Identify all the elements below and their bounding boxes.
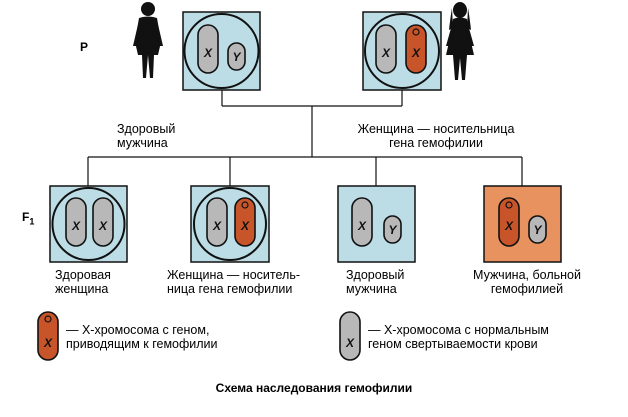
- offspring-cell-healthy-male: [337, 185, 416, 263]
- offspring-label-healthy-female: Здоровая женщина: [55, 268, 111, 296]
- label-line: Здоровая: [55, 268, 111, 282]
- chromosome-letter: X: [71, 219, 81, 233]
- label-line: мужчина: [346, 282, 397, 296]
- label-line: Мужчина, больной: [473, 268, 581, 282]
- chromosome-y: [227, 42, 246, 71]
- generation-index: 1: [29, 216, 35, 227]
- chromosome-letter: X: [345, 336, 355, 350]
- chromosome-letter: X: [203, 46, 213, 60]
- label-line: гемофилией: [490, 282, 564, 296]
- label-line: приводящим к гемофилии: [66, 337, 218, 351]
- pedigree-lines: [87, 90, 523, 186]
- parent-cell-male: [182, 11, 261, 91]
- parent-female-label: Женщина — носительница гена гемофилии: [356, 122, 516, 150]
- label-line: геном свертываемости крови: [368, 337, 538, 351]
- offspring-label-healthy-male: Здоровый мужчина: [346, 268, 404, 296]
- chromosome-x-affected: [405, 24, 427, 74]
- label-line: Женщина — носитель-: [167, 268, 300, 282]
- chromosome-x-normal: [206, 197, 228, 247]
- chromosome-letter: X: [357, 219, 367, 233]
- chromosome-letter: X: [212, 219, 222, 233]
- chromosome-letter: X: [43, 336, 53, 350]
- legend-normal-text: — X-хромосома с нормальным геном свертыв…: [368, 323, 549, 351]
- offspring-cell-healthy-female: [49, 185, 128, 263]
- chromosome-x-affected: [498, 197, 520, 247]
- generation-letter: F: [22, 210, 30, 224]
- chromosome-letter: Y: [533, 223, 542, 237]
- chromosome-letter: X: [504, 219, 514, 233]
- chromosome-x-normal: [351, 197, 373, 247]
- chromosome-x-normal: [65, 197, 87, 247]
- chromosome-x-affected: [234, 197, 256, 247]
- diagram-caption: Схема наследования гемофилии: [215, 381, 413, 395]
- offspring-cell-diseased-male: [483, 185, 562, 263]
- legend-affected-text: — X-хромосома с геном, приводящим к гемо…: [66, 323, 218, 351]
- chromosome-y: [528, 215, 547, 244]
- chromosome-y: [383, 215, 402, 244]
- offspring-label-carrier-female: Женщина — носитель- ница гена гемофилии: [167, 268, 300, 296]
- legend-normal-chromosome: [339, 311, 361, 361]
- chromosome-letter: X: [411, 46, 421, 60]
- legend-affected-chromosome: [37, 311, 59, 361]
- chromosome-letter: X: [240, 219, 250, 233]
- parent-male-label: Здоровый мужчина: [117, 122, 175, 150]
- label-line: Здоровый: [346, 268, 405, 282]
- generation-label-f1: F1: [22, 210, 34, 226]
- chromosome-letter: Y: [232, 50, 241, 64]
- chromosome-letter: Y: [388, 223, 397, 237]
- label-line: Здоровый: [117, 122, 176, 136]
- chromosome-x-normal: [375, 24, 397, 74]
- label-line: женщина: [55, 282, 109, 296]
- chromosome-letter: X: [381, 46, 391, 60]
- label-line: — X-хромосома с геном,: [66, 323, 210, 337]
- label-line: Женщина — носительница: [357, 122, 515, 136]
- parent-cell-female: [362, 11, 442, 91]
- woman-silhouette-icon: [446, 2, 474, 80]
- chromosome-letters: X Y X X X X X X X Y X Y X X: [43, 46, 543, 350]
- offspring-label-diseased-male: Мужчина, больной гемофилией: [466, 268, 588, 296]
- chromosome-x-normal: [92, 197, 114, 247]
- chromosome-letter: X: [98, 219, 108, 233]
- label-line: — X-хромосома с нормальным: [368, 323, 549, 337]
- chromosome-x-normal: [197, 24, 219, 74]
- man-silhouette-icon: [133, 2, 163, 78]
- generation-label-p: P: [80, 40, 89, 54]
- label-line: гена гемофилии: [389, 136, 483, 150]
- label-line: ница гена гемофилии: [167, 282, 293, 296]
- label-line: мужчина: [117, 136, 168, 150]
- offspring-cell-carrier-female: [190, 185, 270, 263]
